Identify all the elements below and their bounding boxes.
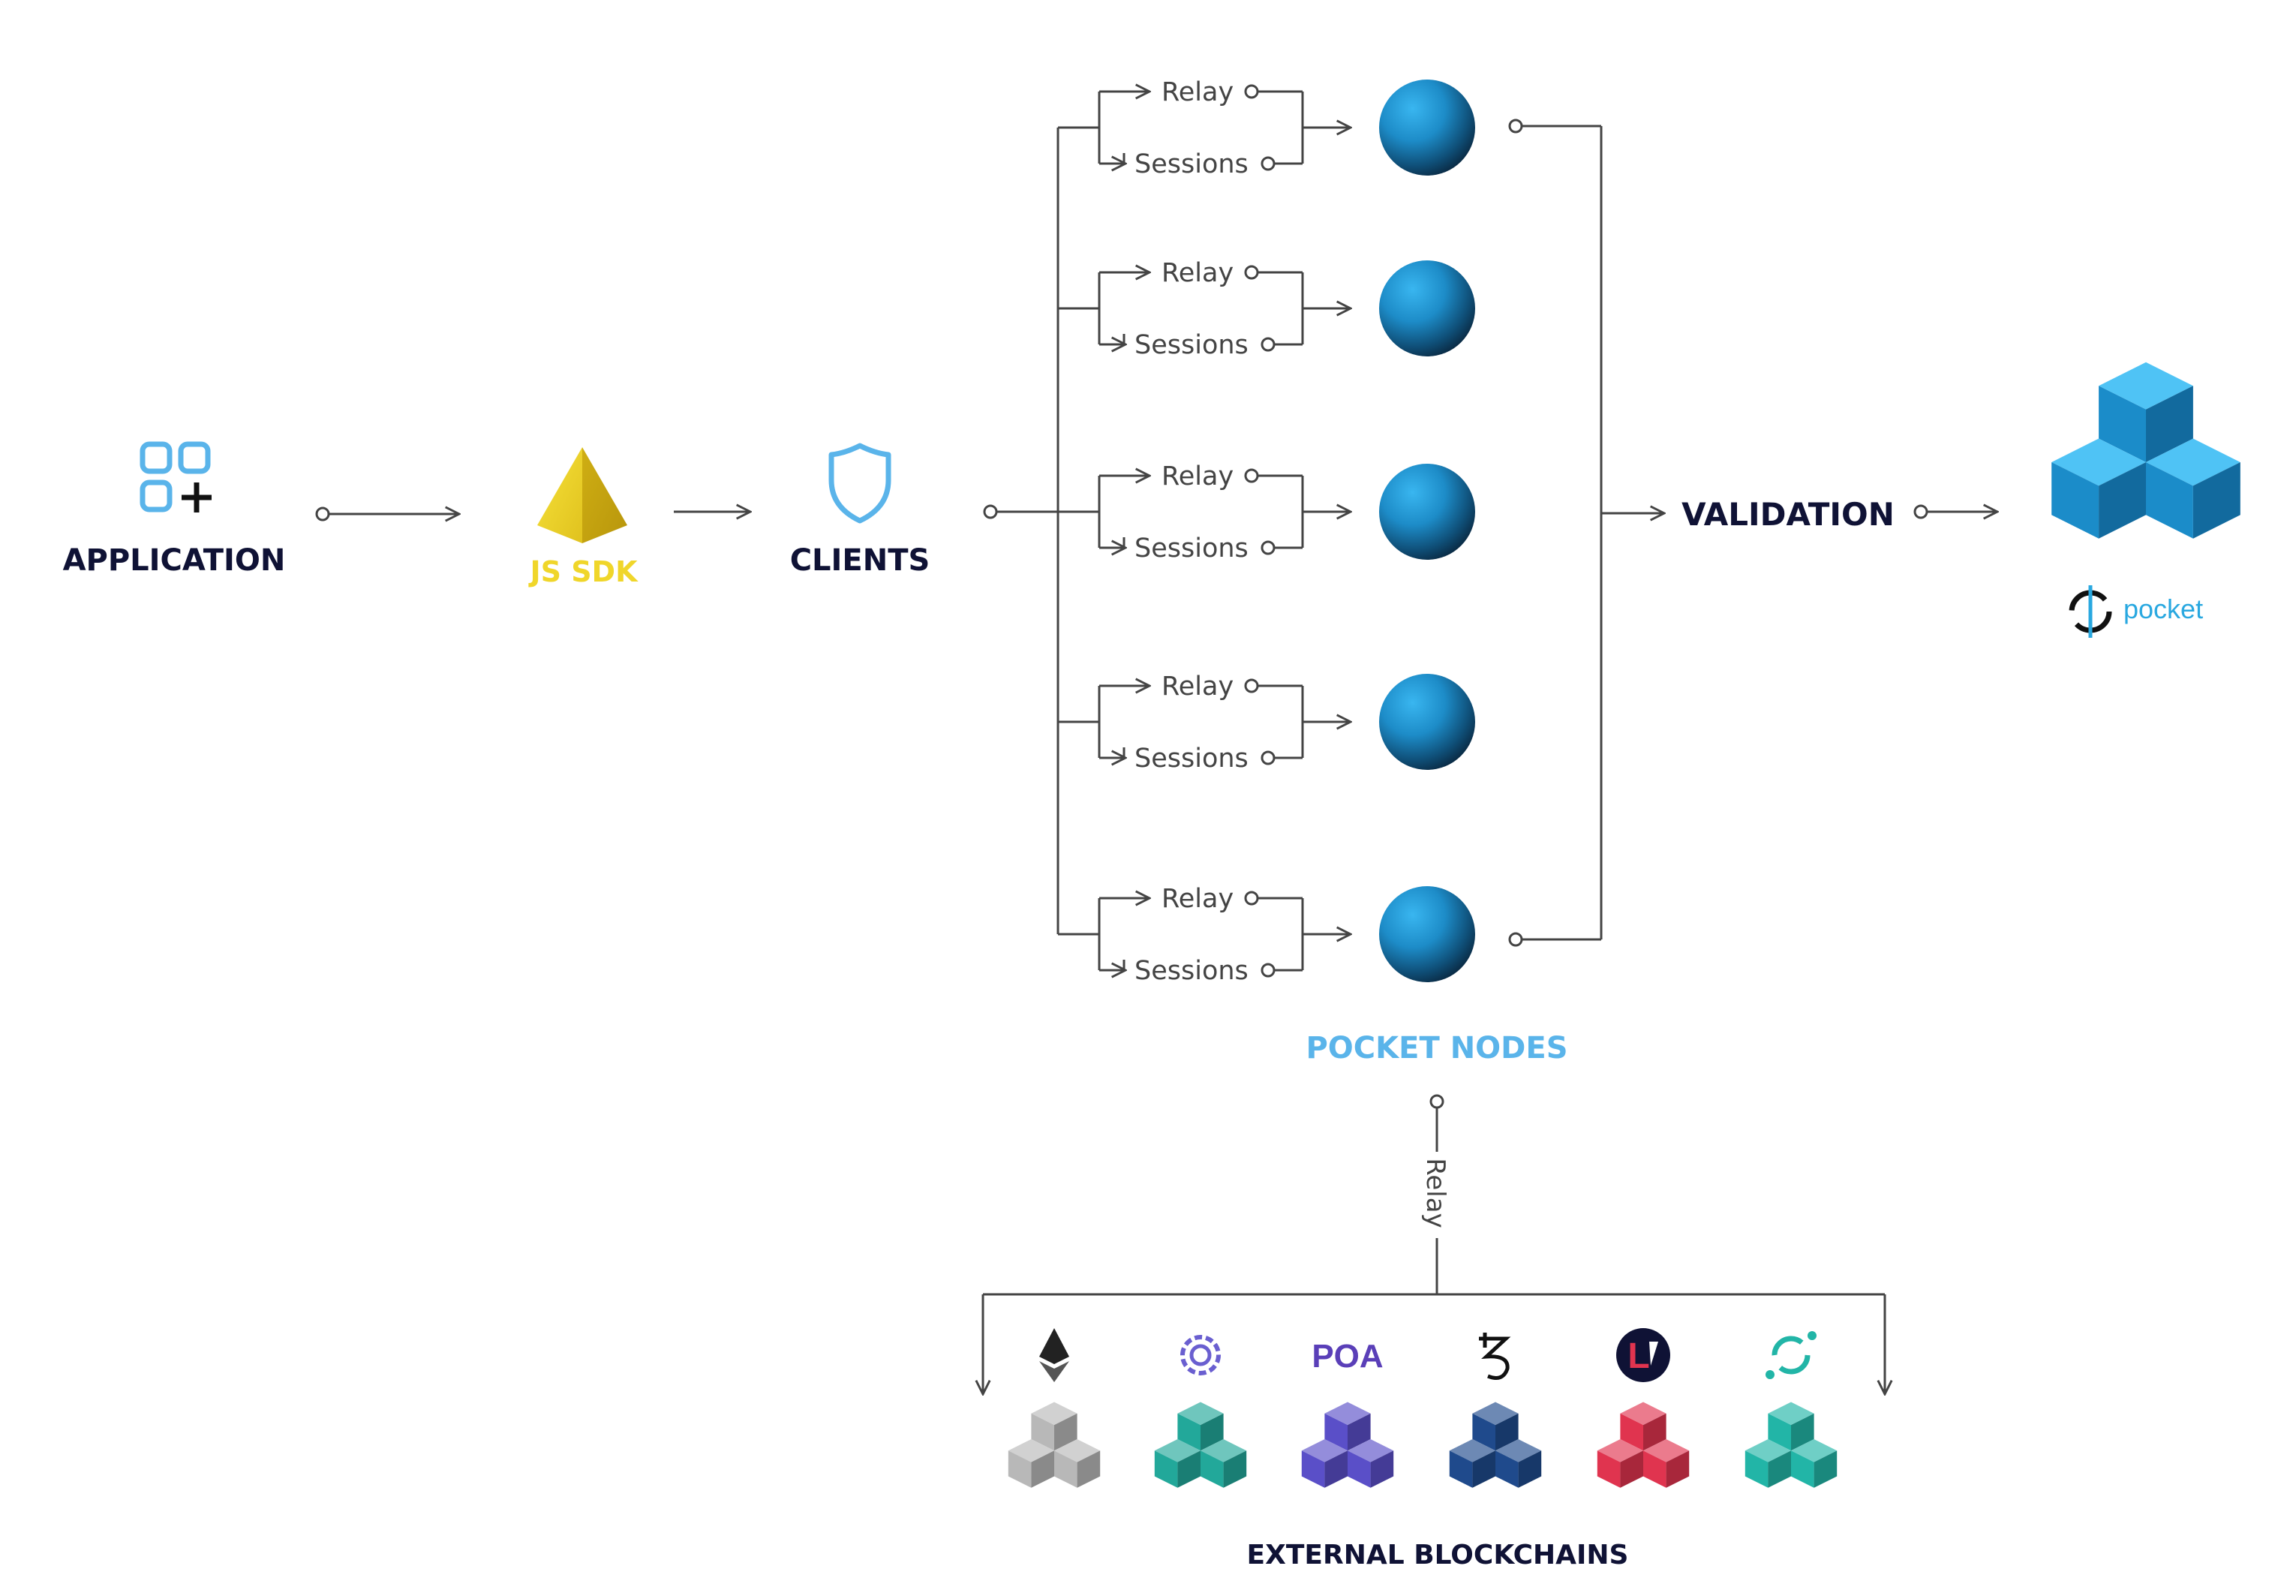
sessions-label: Sessions: [1134, 149, 1249, 179]
pocket-node-sphere: [1379, 674, 1475, 770]
poa-icon: POA: [1312, 1338, 1383, 1375]
pocket-logo-text: pocket: [2123, 594, 2203, 624]
svg-text:POA: POA: [1312, 1338, 1383, 1375]
clients-fanout: [983, 126, 1099, 936]
sessions-label: Sessions: [1134, 330, 1249, 360]
pocket-nodes-label: POCKET NODES: [1306, 1031, 1567, 1066]
blockchain-icon: [1745, 1331, 1838, 1488]
pocket-node-sphere: [1379, 80, 1475, 176]
icx-icon: [1766, 1331, 1817, 1379]
pyramid-icon: [537, 447, 627, 543]
relay-label: Relay: [1162, 77, 1234, 107]
lto-icon: L: [1616, 1328, 1670, 1382]
blockchain-tezos: [1449, 1333, 1542, 1488]
relay-label: Relay: [1162, 672, 1234, 702]
validation-label: VALIDATION: [1681, 496, 1895, 533]
sessions-label: Sessions: [1134, 534, 1249, 564]
shield-icon: [828, 443, 891, 524]
relay-label: Relay: [1162, 461, 1234, 491]
pocket-logo: pocket: [2069, 585, 2203, 638]
pocket-node-sphere: [1379, 464, 1475, 560]
blockchain-cube-stack: [1449, 1402, 1542, 1488]
svg-text:L: L: [1627, 1336, 1649, 1376]
branch-group: RelaySessionsRelaySessionsRelaySessionsR…: [1098, 77, 1475, 986]
blockchain-list: POA L: [1008, 1328, 1838, 1488]
clients-label: CLIENTS: [790, 543, 930, 578]
blockchain-cube-stack: [1301, 1402, 1394, 1488]
sessions-label: Sessions: [1134, 744, 1249, 774]
sessions-label: Sessions: [1134, 956, 1249, 986]
validation-to-pocket-connector: [1913, 506, 1997, 518]
blockchain-cube-stack: [1008, 1402, 1101, 1488]
application-label: APPLICATION: [63, 543, 286, 578]
relay-label: Relay: [1162, 258, 1234, 288]
blockchain-ethereum: [1008, 1328, 1101, 1488]
relay-link: [1429, 1094, 1444, 1294]
external-blockchains-label: EXTERNAL BLOCKCHAINS: [1247, 1540, 1629, 1570]
relay-link-label: Relay: [1420, 1158, 1450, 1228]
blockchain-cube-stack: [1745, 1402, 1838, 1488]
app-add-icon: [140, 441, 212, 512]
blockchain-lto: L: [1597, 1328, 1690, 1488]
validation-merge: [1508, 119, 1664, 947]
pocket-node-sphere: [1379, 260, 1475, 356]
pocket-node-sphere: [1379, 886, 1475, 982]
blockchain-distribution: [983, 1293, 1885, 1394]
tezos-icon: [1479, 1333, 1511, 1380]
blockchain-aion: [1154, 1335, 1247, 1488]
app-to-sdk-connector: [315, 508, 459, 520]
blockchain-cube-stack: [1597, 1402, 1690, 1488]
relay-label: Relay: [1162, 884, 1234, 914]
js-sdk-label: JS SDK: [527, 555, 639, 588]
pocket-cubes-icon: [2051, 362, 2240, 539]
blockchain-poa: POA: [1301, 1338, 1394, 1488]
aion-ring-icon: [1180, 1335, 1221, 1375]
ethereum-icon: [1039, 1328, 1069, 1382]
blockchain-cube-stack: [1154, 1402, 1247, 1488]
